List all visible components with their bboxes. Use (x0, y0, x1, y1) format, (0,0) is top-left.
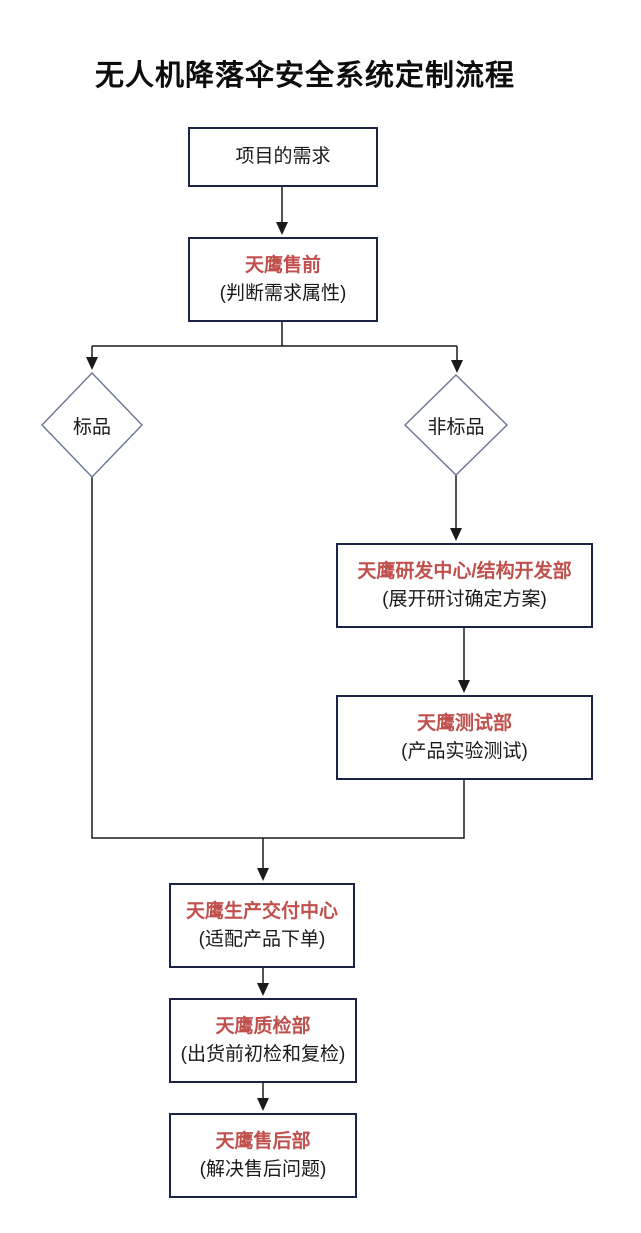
node-rnd-center: 天鹰研发中心/结构开发部 (展开研讨确定方案) (336, 543, 593, 628)
node-rnd-center-sublabel: (展开研讨确定方案) (382, 588, 547, 610)
node-qc-dept-sublabel: (出货前初检和复检) (180, 1043, 346, 1065)
node-presales-label: 天鹰售前 (244, 254, 321, 276)
node-decision-standard: 标品 (72, 416, 111, 438)
node-decision-nonstandard: 非标品 (427, 416, 485, 438)
node-production-delivery: 天鹰生产交付中心 (适配产品下单) (169, 883, 355, 968)
diamond-nonstandard-shape (404, 374, 508, 476)
node-project-requirement: 项目的需求 (188, 127, 378, 187)
page-title: 无人机降落伞安全系统定制流程 (94, 60, 515, 92)
node-presales: 天鹰售前 (判断需求属性) (188, 237, 378, 322)
node-testing-dept-sublabel: (产品实验测试) (401, 740, 528, 762)
node-aftersales-dept-sublabel: (解决售后问题) (199, 1158, 327, 1180)
node-testing-dept-label: 天鹰测试部 (416, 712, 512, 734)
connector-merge (91, 477, 465, 839)
node-testing-dept: 天鹰测试部 (产品实验测试) (336, 695, 593, 780)
node-aftersales-dept-label: 天鹰售后部 (215, 1130, 311, 1152)
node-production-delivery-sublabel: (适配产品下单) (198, 928, 326, 950)
node-production-delivery-label: 天鹰生产交付中心 (185, 900, 338, 922)
node-qc-dept: 天鹰质检部 (出货前初检和复检) (169, 998, 357, 1083)
node-project-requirement-label: 项目的需求 (235, 146, 331, 167)
node-qc-dept-label: 天鹰质检部 (215, 1015, 311, 1037)
node-aftersales-dept: 天鹰售后部 (解决售后问题) (169, 1113, 357, 1198)
connector-presales-branch (92, 322, 457, 347)
diamond-standard-shape (41, 371, 143, 479)
node-presales-sublabel: (判断需求属性) (219, 282, 347, 304)
node-rnd-center-label: 天鹰研发中心/结构开发部 (357, 560, 572, 582)
